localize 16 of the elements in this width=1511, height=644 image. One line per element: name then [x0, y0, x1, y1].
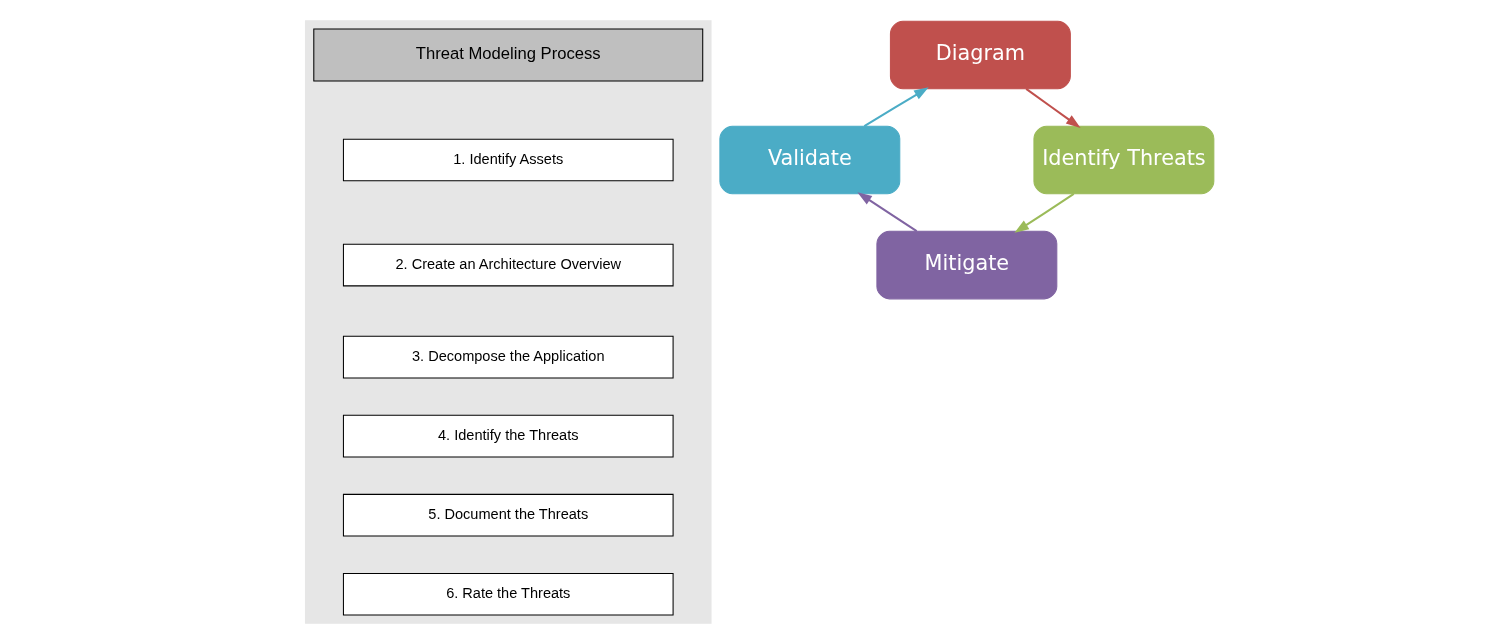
node-box: 3. Decompose the Application: [342, 335, 674, 379]
node-box: Threat Modeling Process: [313, 28, 704, 82]
arrow: [1025, 88, 1081, 128]
node-box: Diagram: [889, 20, 1071, 90]
node-box: Validate: [719, 125, 901, 195]
node-box: 1. Identify Assets: [342, 138, 674, 182]
node-box: 4. Identify the Threats: [342, 414, 674, 458]
arrow: [1014, 193, 1075, 233]
node-box: Identify Threats: [1033, 125, 1215, 195]
cluster: [304, 20, 712, 624]
arrow: [857, 192, 918, 232]
node-box: Mitigate: [876, 230, 1058, 300]
node-box: 2. Create an Architecture Overview: [342, 243, 674, 287]
node-box: 6. Rate the Threats: [342, 572, 674, 616]
arrow: [863, 87, 929, 127]
node-box: 5. Document the Threats: [342, 493, 674, 537]
